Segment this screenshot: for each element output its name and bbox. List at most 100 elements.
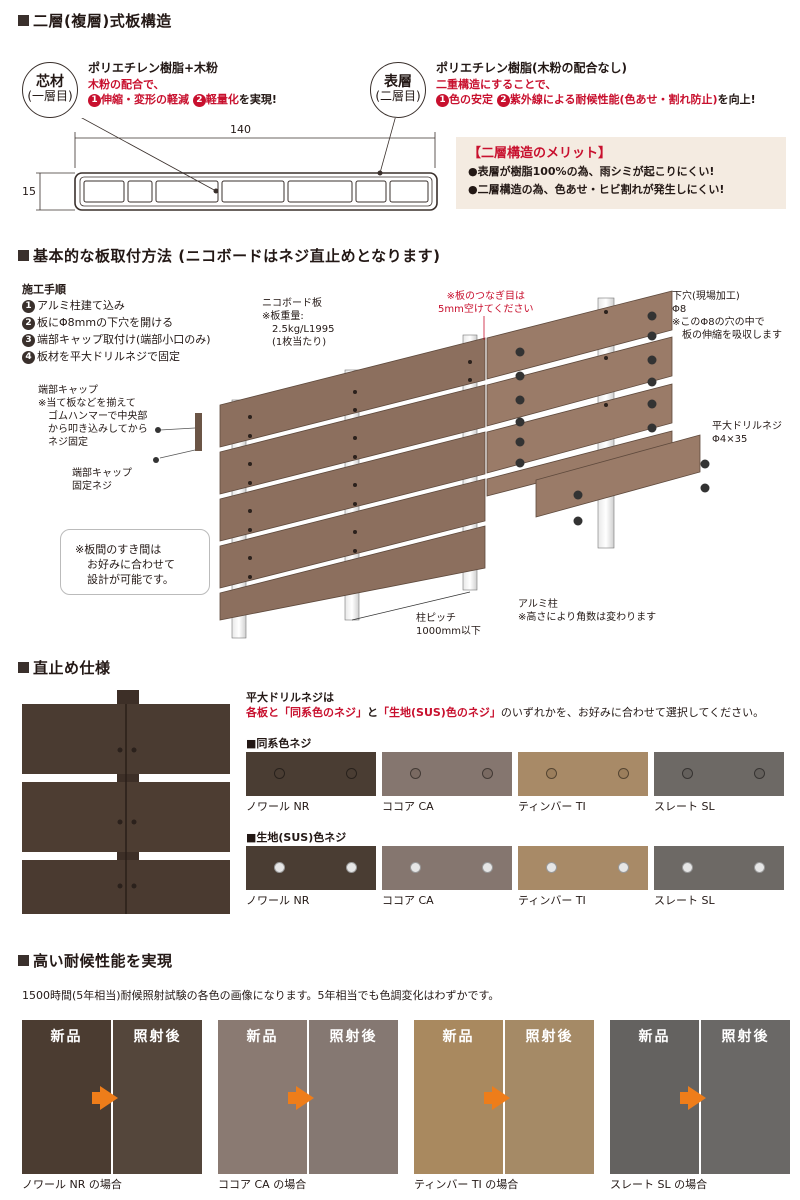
section-square-icon — [18, 250, 29, 261]
steps-title: 施工手順 — [22, 283, 66, 296]
before-after-image: 新品照射後 — [22, 1020, 202, 1174]
swatch-label: ココア CA — [382, 894, 434, 907]
group1-title: ■同系色ネジ — [246, 737, 312, 750]
surface-item2: 紫外線による耐候性能(色あせ・割れ防止) — [509, 93, 718, 106]
core-circle-main: 芯材 — [36, 74, 64, 90]
before-after-row: 新品照射後ノワール NR の場合新品照射後ココア CA の場合新品照射後ティンバ… — [22, 1020, 790, 1195]
before-after-image: 新品照射後 — [218, 1020, 398, 1174]
swatch-label: スレート SL — [654, 894, 715, 907]
core-item1: 伸縮・変形の軽減 — [101, 93, 189, 106]
color-swatch: ティンバー TI — [518, 752, 648, 814]
color-swatch: スレート SL — [654, 846, 784, 908]
core-n1-badge: 1 — [88, 94, 101, 107]
sample-caption: ノワール NR の場合 — [22, 1178, 122, 1191]
arrow-right-icon — [492, 1086, 510, 1110]
section1-title: 二層(複層)式板構造 — [18, 10, 172, 31]
step-number-badge: 4 — [22, 351, 35, 364]
surface-heading: ポリエチレン樹脂(木粉の配合なし) — [436, 61, 627, 75]
after-sample: 照射後 — [701, 1020, 790, 1174]
swatch-sample — [382, 846, 512, 890]
arrow-right-icon — [688, 1086, 706, 1110]
direct-mount-photo — [22, 690, 230, 914]
surface-n2-badge: 2 — [496, 94, 510, 107]
sample-caption: スレート SL の場合 — [610, 1178, 708, 1191]
swatch-label: スレート SL — [654, 800, 715, 813]
screw-head-icon — [754, 768, 765, 779]
swatch-sample — [246, 752, 376, 796]
swatch-label: ティンバー TI — [518, 894, 586, 907]
swatch-sample — [654, 846, 784, 890]
step-text: 板材を平大ドリルネジで固定 — [37, 350, 180, 363]
screw-head-icon — [274, 768, 285, 779]
screw-intro-line2: 各板と「同系色のネジ」と「生地(SUS)色のネジ」のいずれかを、お好みに合わせて… — [246, 706, 765, 719]
swatch-label: ティンバー TI — [518, 800, 586, 813]
swatch-label: ノワール NR — [246, 894, 310, 907]
end-cap — [195, 413, 202, 451]
before-after-image: 新品 照射後 — [414, 1020, 594, 1174]
cap-note: 端部キャップ ※当て板などを揃えて ゴムハンマーで中央部 から叩き込みしてから … — [38, 385, 148, 448]
swatch-sample — [518, 846, 648, 890]
after-sample: 照射後 — [113, 1020, 202, 1174]
screw-head-icon — [346, 768, 357, 779]
surface-item1: 色の安定 — [449, 93, 493, 106]
after-label: 照射後 — [525, 1029, 574, 1045]
merit-item: ●表層が樹脂100%の為、雨シミが起こりにくい! — [468, 165, 715, 178]
arrow-right-icon — [296, 1086, 314, 1110]
after-label: 照射後 — [133, 1029, 182, 1045]
arrow-stem — [288, 1092, 298, 1104]
core-n2-badge: 2 — [192, 94, 206, 107]
weather-description: 1500時間(5年相当)耐候照射試験の各色の画像になります。5年相当でも色調変化… — [22, 989, 500, 1002]
before-after-sample: 新品照射後ココア CA の場合 — [218, 1020, 398, 1192]
new-label: 新品 — [638, 1029, 671, 1045]
screw-head-icon — [482, 768, 493, 779]
section-square-icon — [18, 15, 29, 26]
cap-screw-note: 端部キャップ 固定ネジ — [72, 468, 132, 492]
core-heading: ポリエチレン樹脂+木粉 — [88, 61, 219, 75]
color-swatch: ノワール NR — [246, 846, 376, 908]
swatch-sample — [246, 846, 376, 890]
core-circle: 芯材 (一層目) — [22, 62, 78, 118]
sample-caption: ティンバー TI の場合 — [414, 1178, 519, 1191]
arrow-stem — [680, 1092, 690, 1104]
screw-head-icon — [754, 862, 765, 873]
screw-intro: 平大ドリルネジは 各板と「同系色のネジ」と「生地(SUS)色のネジ」のいずれかを… — [246, 690, 764, 720]
screw-head-icon — [482, 862, 493, 873]
color-swatch: ココア CA — [382, 752, 512, 814]
screw-note: 平大ドリルネジ Φ4×35 — [712, 421, 782, 445]
core-item2: 軽量化 — [205, 93, 239, 106]
fence-illustration — [153, 290, 710, 639]
board — [219, 337, 486, 448]
core-line1: 木粉の配合で、 — [88, 78, 165, 91]
arrow-stem — [92, 1092, 102, 1104]
color-swatch: スレート SL — [654, 752, 784, 814]
sample-caption: ココア CA の場合 — [218, 1178, 307, 1191]
section2-title: 基本的な板取付方法 (ニコボードはネジ直止めとなります) — [18, 245, 441, 266]
section3-title: 直止め仕様 — [18, 657, 111, 678]
new-label: 新品 — [442, 1029, 475, 1045]
screw-head-icon — [410, 862, 421, 873]
screw-head-icon — [410, 768, 421, 779]
swatch-sample — [382, 752, 512, 796]
board — [486, 290, 673, 380]
new-label: 新品 — [246, 1029, 279, 1045]
surface-suffix: を向上! — [717, 93, 756, 106]
surface-circle-sub: (二層目) — [375, 89, 421, 103]
before-after-sample: 新品 照射後スレート SL の場合 — [610, 1020, 790, 1192]
before-after-sample: 新品照射後ノワール NR の場合 — [22, 1020, 202, 1192]
dimension-width: 140 — [230, 123, 251, 136]
swatch-sample — [518, 752, 648, 796]
screw-head-icon — [618, 768, 629, 779]
color-swatch: ティンバー TI — [518, 846, 648, 908]
merit-title: 【二層構造のメリット】 — [468, 146, 612, 161]
screw-head-icon — [346, 862, 357, 873]
dimension-height: 15 — [22, 185, 36, 198]
board-cross-section — [36, 118, 438, 211]
